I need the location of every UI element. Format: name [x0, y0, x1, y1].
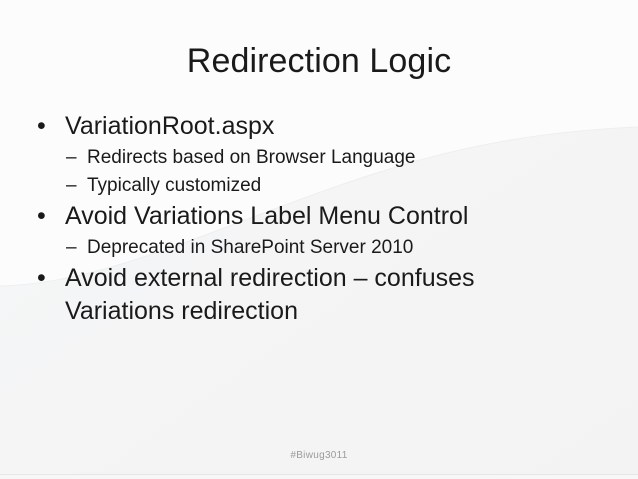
list-item-label: Avoid Variations Label Menu Control	[65, 202, 469, 230]
bullet-marker-icon: •	[37, 112, 46, 140]
list-item-label: Typically customized	[87, 175, 262, 196]
page-title: Redirection Logic	[186, 42, 452, 80]
list-item: • Avoid external redirection – confuses …	[0, 262, 638, 328]
list-item-label: Avoid external redirection – confuses Va…	[65, 264, 475, 325]
list-item: – Typically customized	[0, 172, 638, 200]
dash-marker-icon: –	[66, 147, 77, 168]
slide-footer: #Biwug3011	[290, 450, 348, 461]
footer-divider	[0, 474, 638, 475]
dash-marker-icon: –	[66, 175, 77, 196]
list-item-label: Deprecated in SharePoint Server 2010	[87, 237, 414, 258]
list-item: • Avoid Variations Label Menu Control	[0, 200, 638, 233]
list-item-label: Redirects based on Browser Language	[87, 147, 416, 168]
dash-marker-icon: –	[66, 237, 77, 258]
list-item: – Deprecated in SharePoint Server 2010	[0, 234, 638, 262]
footer-strip	[0, 475, 638, 479]
list-item: • VariationRoot.aspx	[0, 110, 638, 143]
bullet-list: • VariationRoot.aspx – Redirects based o…	[0, 110, 638, 329]
list-item: – Redirects based on Browser Language	[0, 144, 638, 172]
bullet-marker-icon: •	[37, 264, 46, 292]
bullet-marker-icon: •	[37, 202, 46, 230]
list-item-label: VariationRoot.aspx	[65, 112, 275, 140]
